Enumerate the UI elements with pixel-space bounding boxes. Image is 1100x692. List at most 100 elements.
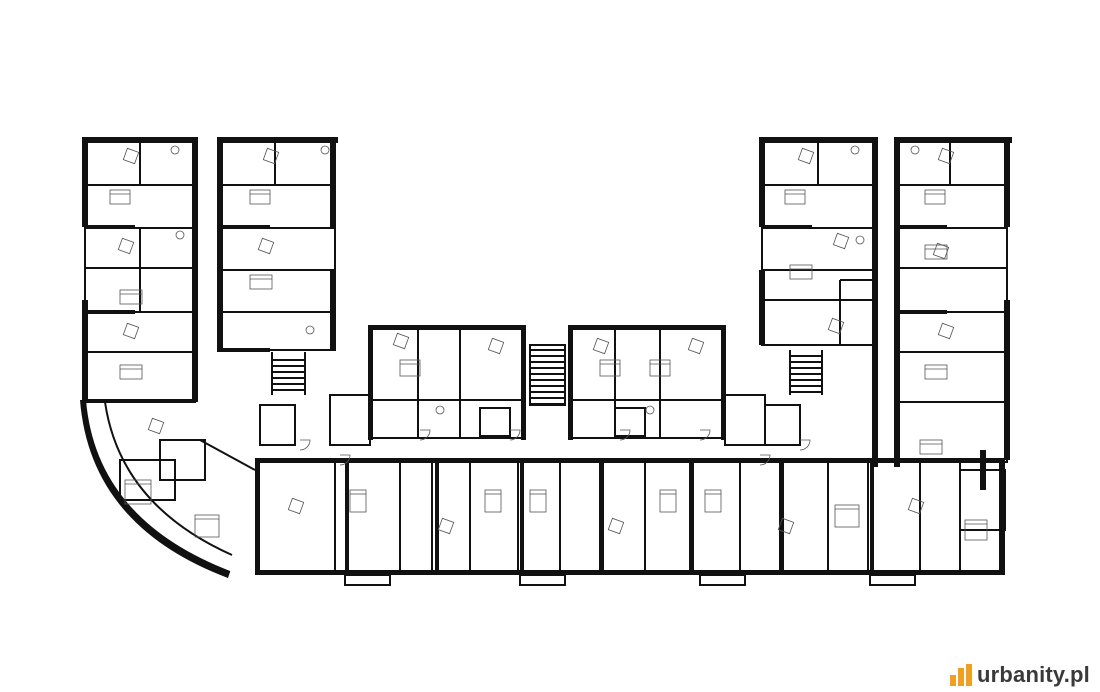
bed <box>109 189 131 205</box>
bed <box>659 489 677 513</box>
wall-segment <box>330 270 335 350</box>
wall-segment <box>220 225 270 229</box>
bar-chart-logo-icon <box>949 664 972 686</box>
wall-segment <box>520 462 524 574</box>
wall-segment <box>368 325 526 330</box>
door-swing <box>699 429 711 441</box>
table <box>937 322 955 340</box>
curved-facade-inner <box>104 401 233 556</box>
bed <box>789 264 813 280</box>
wall-segment <box>897 225 947 229</box>
toilet <box>175 230 185 240</box>
wall-segment <box>721 325 726 440</box>
toilet <box>320 145 330 155</box>
wall-segment <box>870 462 874 574</box>
table <box>147 417 165 435</box>
wall-segment <box>762 225 812 229</box>
room-outline <box>159 439 206 481</box>
room-outline <box>259 404 296 446</box>
toilet <box>855 235 865 245</box>
door-swing <box>299 439 311 451</box>
wall-segment <box>600 462 604 574</box>
floor-plan-thick-walls <box>80 137 1012 578</box>
wall-segment <box>568 325 726 330</box>
room-outline <box>571 327 723 439</box>
table <box>287 497 305 515</box>
room-outline <box>764 404 801 446</box>
table <box>592 337 610 355</box>
wall-segment <box>894 137 1012 143</box>
wall-segment <box>82 137 198 143</box>
room-outline <box>371 327 523 439</box>
bed <box>964 519 988 541</box>
room-outline <box>614 407 646 437</box>
room-outline <box>896 401 1008 463</box>
toilet <box>435 405 445 415</box>
table <box>777 517 795 535</box>
wall-segment <box>759 137 877 143</box>
bed <box>349 489 367 513</box>
wall-segment <box>220 348 270 352</box>
table <box>487 337 505 355</box>
table <box>797 147 815 165</box>
bed <box>484 489 502 513</box>
wall-segment <box>435 462 439 574</box>
wall-segment <box>759 270 765 345</box>
table <box>392 332 410 350</box>
wall-segment <box>255 570 1005 575</box>
wall-segment <box>521 325 526 440</box>
door-swing <box>759 454 771 466</box>
door-swing <box>339 454 351 466</box>
bed <box>924 189 946 205</box>
bed <box>119 364 143 380</box>
door-swing <box>419 429 431 441</box>
bed <box>124 479 152 505</box>
wall-segment <box>85 310 135 314</box>
table <box>937 147 955 165</box>
room-outline <box>699 574 746 586</box>
room-outline <box>724 394 766 446</box>
partition-wall <box>199 439 256 471</box>
table <box>832 232 850 250</box>
logo-bar <box>965 664 972 686</box>
table <box>122 322 140 340</box>
bed <box>649 359 671 377</box>
table <box>687 337 705 355</box>
toilet <box>645 405 655 415</box>
wall-segment <box>82 300 88 400</box>
bed <box>704 489 722 513</box>
bed <box>194 514 220 538</box>
toilet <box>850 145 860 155</box>
wall-segment <box>568 325 573 440</box>
wall-segment <box>897 310 947 314</box>
room-outline <box>479 407 511 437</box>
wall-segment <box>759 137 765 227</box>
bed <box>119 289 143 305</box>
door-swing <box>619 429 631 441</box>
wall-segment <box>980 450 986 490</box>
toilet <box>170 145 180 155</box>
wall-segment <box>872 137 878 467</box>
wall-segment <box>894 137 900 467</box>
table <box>437 517 455 535</box>
floor-plan-furniture <box>109 145 988 541</box>
bed <box>784 189 806 205</box>
bed <box>529 489 547 513</box>
watermark: urbanity.pl <box>949 662 1090 688</box>
bed <box>834 504 860 528</box>
bed <box>919 439 943 455</box>
wall-segment <box>1004 137 1010 227</box>
wall-segment <box>330 137 335 227</box>
bed <box>249 274 273 290</box>
toilet <box>910 145 920 155</box>
table <box>607 517 625 535</box>
room-outline <box>344 574 391 586</box>
room-outline <box>219 139 336 351</box>
bed <box>599 359 621 377</box>
wall-segment <box>82 137 88 227</box>
wall-segment <box>85 225 135 229</box>
bed <box>249 189 271 205</box>
wall-segment <box>1004 300 1010 460</box>
table <box>827 317 845 335</box>
